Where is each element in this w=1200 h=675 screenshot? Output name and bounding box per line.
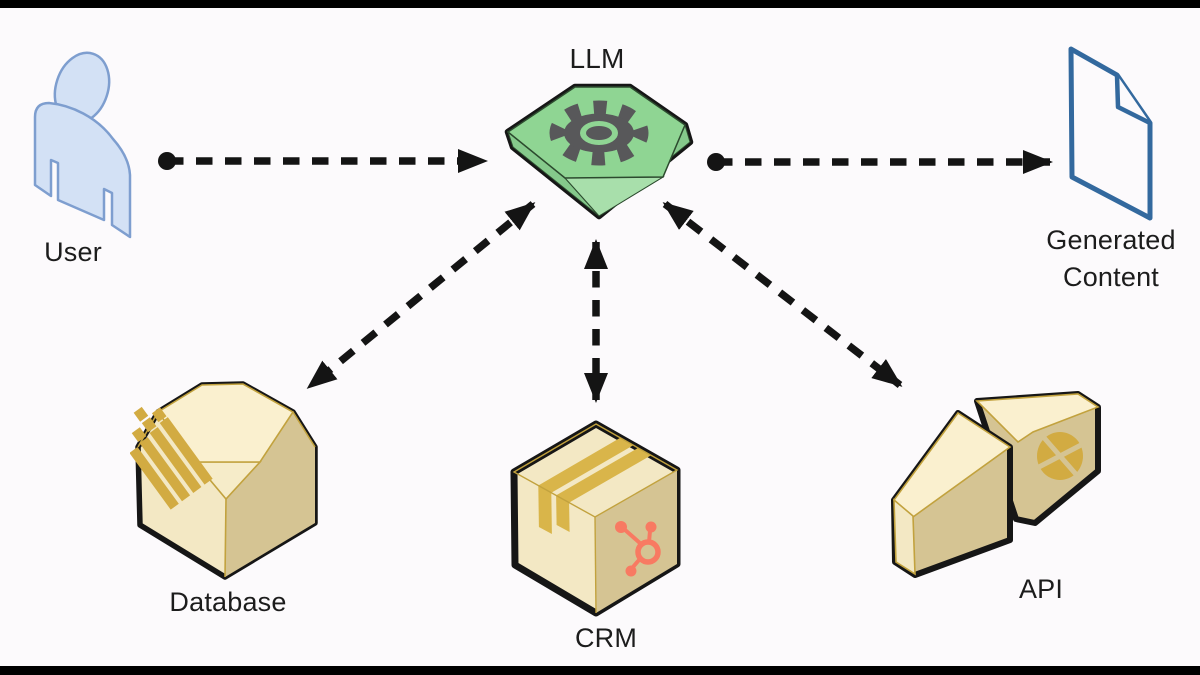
api-right-wedge-top: [975, 393, 1100, 444]
person-body: [33, 101, 132, 239]
database-icon: [130, 381, 318, 580]
user-icon: [33, 51, 132, 239]
crm-tape: [538, 437, 652, 534]
crm-label: CRM: [574, 623, 638, 653]
llm-icon: [504, 83, 694, 220]
edge-llm-database: [306, 201, 536, 390]
database-right-face: [225, 412, 315, 577]
database-label: Database: [169, 587, 287, 617]
llm-label: LLM: [569, 43, 625, 74]
crosshair-emblem: [1035, 430, 1085, 482]
generated-content-label-line1: Generated: [1046, 225, 1176, 255]
api-left-wedge: [891, 410, 1013, 578]
gear-icon: [549, 100, 649, 166]
table-rows-glyph: [130, 406, 213, 510]
crm-icon: [510, 420, 681, 617]
user-label: User: [44, 237, 102, 267]
api-label: API: [1018, 574, 1064, 604]
generated-content-icon: [1068, 46, 1153, 221]
hubspot-sprocket-icon: [615, 521, 661, 577]
generated-content-label-line2: Content: [1063, 262, 1159, 292]
generated-content-label: Generated Content: [1028, 222, 1194, 296]
crm-front-edge-line: [594, 516, 597, 614]
folded-corner: [1114, 74, 1152, 126]
document-icon: [1068, 46, 1153, 221]
letterbox-bottom: [0, 666, 1200, 675]
api-left-wedge-front: [893, 498, 916, 576]
edge-llm-api: [662, 201, 903, 388]
api-icon: [891, 391, 1101, 578]
letterbox-top: [0, 0, 1200, 8]
